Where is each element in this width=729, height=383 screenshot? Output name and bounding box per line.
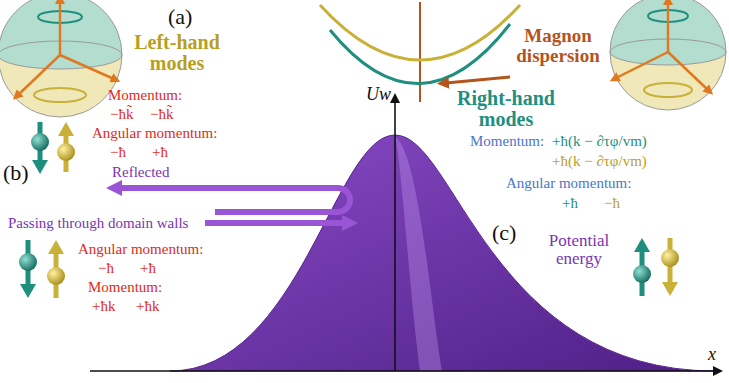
sphere-lower xyxy=(0,0,122,117)
axis-arrow xyxy=(18,55,60,95)
arrow-label: Passing through domain walls xyxy=(8,214,188,232)
curve-title: Magnon dispersion xyxy=(506,26,610,66)
spin-up-teal xyxy=(633,238,651,296)
y-axis xyxy=(394,100,396,371)
spin-down-teal xyxy=(19,240,37,298)
panel-label: (c) xyxy=(492,220,516,246)
reflected-arrow xyxy=(118,188,350,212)
sphere-upper xyxy=(610,0,726,65)
precession-ring xyxy=(644,83,692,97)
precession-ring xyxy=(34,88,86,102)
quantity-value: +ħk xyxy=(136,297,159,315)
quantity-value: +ħ(k − ∂τφ/vm) xyxy=(552,152,647,170)
quantity-value: +ħ xyxy=(152,143,168,161)
sphere-outline xyxy=(610,0,726,110)
quantity-value: −ħ xyxy=(604,194,620,212)
axis-label: Uw xyxy=(366,84,391,106)
panel-label: (a) xyxy=(168,4,192,30)
quantity-label: Angular momentum: xyxy=(506,174,631,192)
quantity-value: +ħ(k − ∂τφ/vm) xyxy=(552,132,647,150)
spin-down-teal xyxy=(31,122,49,174)
barrier-highlight xyxy=(395,137,442,371)
quantity-value: +ħ xyxy=(562,194,578,212)
axis-label: x xyxy=(708,344,716,366)
panel-label: (b) xyxy=(3,160,29,186)
right-hand-branch xyxy=(330,24,510,84)
quantity-label: Momentum: xyxy=(88,278,162,296)
axis-arrow xyxy=(60,55,114,79)
sphere-lower xyxy=(610,0,726,110)
quantity-value: +ħ xyxy=(140,259,156,277)
bloch-sphere xyxy=(610,0,726,110)
sphere-outline xyxy=(0,0,122,117)
quantity-value: −ħ xyxy=(110,143,126,161)
arrow-label: Reflected xyxy=(112,163,169,181)
quantity-label: Momentum: xyxy=(470,132,544,150)
mode-title: Right-hand modes xyxy=(446,88,566,130)
axis-arrow xyxy=(59,1,62,55)
mode-title: Left-hand modes xyxy=(122,32,232,74)
passing-arrow xyxy=(205,220,346,226)
quantity-value: +ħk xyxy=(92,297,115,315)
spin-up-gold xyxy=(47,240,65,298)
quantity-label: Momentum: xyxy=(108,86,182,104)
axis-arrow xyxy=(668,52,708,90)
quantity-value: −ħk̃ xyxy=(110,105,133,123)
curve-title: Potential energy xyxy=(536,232,622,268)
quantity-value: −ħ xyxy=(98,259,114,277)
quantity-label: Angular momentum: xyxy=(92,124,217,142)
x-axis xyxy=(90,370,716,372)
pointer-arrow xyxy=(446,77,510,83)
axis-arrow xyxy=(667,2,670,52)
quantity-value: −ħk̃ xyxy=(150,105,173,123)
bloch-sphere xyxy=(0,0,122,117)
potential-barrier xyxy=(170,135,715,371)
axis-arrow xyxy=(616,52,668,78)
quantity-label: Angular momentum: xyxy=(78,240,203,258)
energy-axis xyxy=(419,2,421,102)
spin-down-gold xyxy=(661,238,679,296)
spin-up-gold xyxy=(57,122,75,172)
